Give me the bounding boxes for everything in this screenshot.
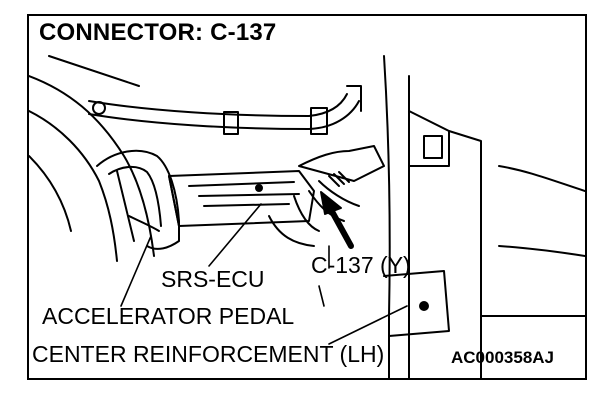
diagram-title: CONNECTOR: C-137 <box>39 19 277 46</box>
diagram-frame: CONNECTOR: C-137 SRS-ECU C-137 (Y) ACCEL… <box>27 14 587 380</box>
accelerator-pedal-label: ACCELERATOR PEDAL <box>42 303 295 329</box>
connector-label: C-137 (Y) <box>311 252 411 278</box>
connector-c137 <box>268 145 385 247</box>
left-body-panel <box>29 55 155 262</box>
srs-ecu-label: SRS-ECU <box>161 266 265 292</box>
figure-code: AC000358AJ <box>451 348 555 367</box>
harness-pipe <box>88 85 362 135</box>
srs-ecu-unit <box>168 170 315 227</box>
connector-arrow <box>320 191 354 249</box>
connector-location-illustration <box>29 55 585 378</box>
center-reinforcement-label: CENTER REINFORCEMENT (LH) <box>32 341 385 367</box>
center-reinforcement-bracket <box>383 55 585 378</box>
accelerator-pedal-shape <box>96 149 180 250</box>
leader-lines <box>120 203 408 345</box>
